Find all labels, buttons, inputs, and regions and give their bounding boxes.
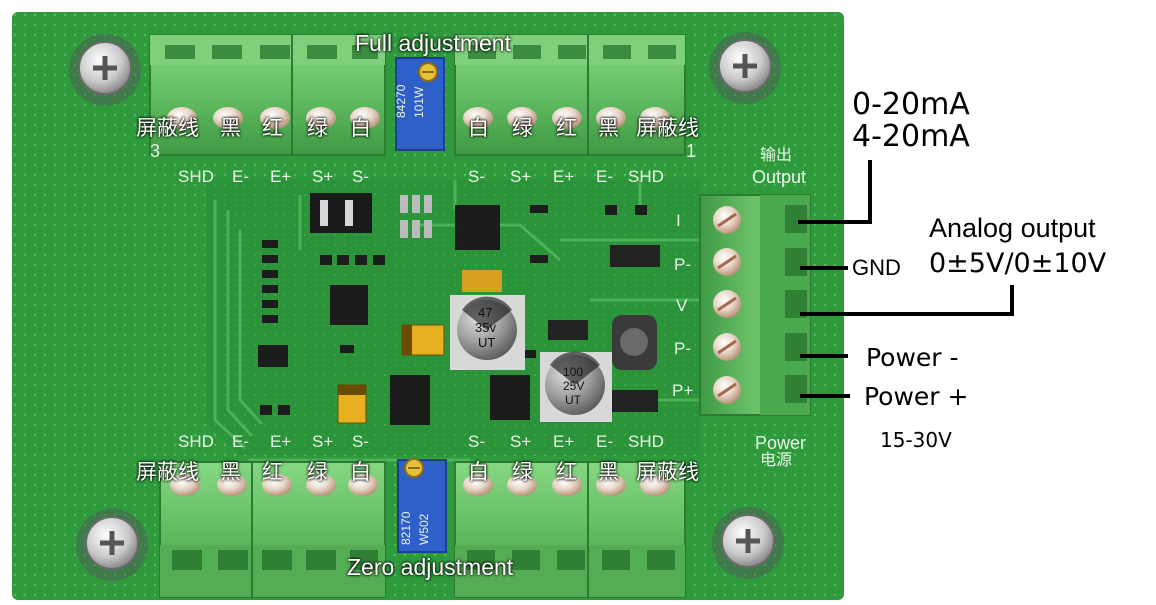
pot-full-text-b: 101W xyxy=(412,86,426,118)
pin-label-p-plus: P+ xyxy=(672,381,694,400)
pin-label-p-minus-1: P- xyxy=(674,255,691,274)
wire-label-black-tl: 黑 xyxy=(220,116,241,140)
wire-label-shield-bl: 屏蔽线 xyxy=(136,460,199,484)
terminal-block-bottom-left xyxy=(159,461,386,598)
terminal-block-output xyxy=(699,194,811,416)
electrolytic-cap-47uf xyxy=(450,295,525,370)
wire-label-green-tr: 绿 xyxy=(512,116,533,140)
potentiometer-full xyxy=(395,57,445,151)
pot-zero-text-a: 82170 xyxy=(399,511,413,545)
terminal-block-top-left xyxy=(149,34,386,156)
cap2-text-b: 25V xyxy=(563,379,585,393)
wire-label-red-br: 红 xyxy=(556,460,577,484)
ic-ua1 xyxy=(490,375,530,420)
jumper-header xyxy=(310,193,372,233)
silk-eminus-tr: E- xyxy=(596,167,613,186)
cap2-text-a: 100 xyxy=(563,365,584,379)
silk-eplus-tl: E+ xyxy=(270,167,292,186)
silk-splus-bl: S+ xyxy=(312,432,334,451)
leader-line-current xyxy=(798,160,872,224)
wire-label-shield-br: 屏蔽线 xyxy=(636,460,699,484)
cap1-text-a: 47 xyxy=(478,305,493,320)
silk-shd-bl: SHD xyxy=(178,432,214,451)
wire-label-red-tr: 红 xyxy=(556,116,577,140)
supply-voltage-label: 15-30V xyxy=(880,428,952,452)
wire-label-white-br: 白 xyxy=(468,460,489,484)
connector-number-left: 3 xyxy=(150,141,161,161)
cap2-text-c: UT xyxy=(565,393,581,407)
gnd-label: GND xyxy=(852,255,901,280)
diode-d2 xyxy=(610,245,660,267)
silk-power-en: Power xyxy=(755,433,807,453)
electrolytic-cap-100uf xyxy=(540,351,612,422)
silk-shd-tr: SHD xyxy=(628,167,664,186)
wire-label-black-br: 黑 xyxy=(598,460,619,484)
potentiometer-zero xyxy=(397,458,447,553)
wire-label-shield-tr: 屏蔽线 xyxy=(636,116,699,140)
terminal-block-bottom-right xyxy=(454,461,686,598)
wire-label-green-bl: 绿 xyxy=(307,460,328,484)
silk-eplus-tr: E+ xyxy=(553,167,575,186)
current-range-1: 0-20mA xyxy=(852,87,970,122)
pot-full-text-a: 84270 xyxy=(394,84,408,118)
silk-output-cn: 输出 xyxy=(760,147,793,164)
wire-label-red-bl: 红 xyxy=(262,460,283,484)
mounting-screw-tr xyxy=(709,32,781,104)
pot-zero-text-b: W502 xyxy=(417,513,431,545)
silk-sminus-tl: S- xyxy=(352,167,369,186)
ic-u2 xyxy=(455,205,500,250)
silk-output-en: Output xyxy=(752,167,807,187)
full-adjustment-label: Full adjustment xyxy=(355,30,511,56)
mounting-screw-tl xyxy=(69,34,141,106)
silk-eminus-bl: E- xyxy=(232,432,249,451)
silk-eplus-bl: E+ xyxy=(270,432,292,451)
ic-ub1 xyxy=(390,375,430,425)
wire-label-shield-tl: 屏蔽线 xyxy=(136,116,199,140)
wire-label-black-tr: 黑 xyxy=(598,116,619,140)
wire-label-red-tl: 红 xyxy=(262,116,283,140)
pin-label-p-minus-2: P- xyxy=(674,339,691,358)
diode-da xyxy=(548,320,588,340)
pin-label-i: I xyxy=(676,211,681,230)
silk-eminus-tl: E- xyxy=(232,167,249,186)
silk-shd-br: SHD xyxy=(628,432,664,451)
wire-label-white-bl: 白 xyxy=(350,460,371,484)
ic-u1 xyxy=(330,285,368,325)
cap1-text-b: 35v xyxy=(475,320,496,335)
leader-line-voltage xyxy=(800,285,1014,316)
silk-splus-tl: S+ xyxy=(312,167,334,186)
silk-eplus-br: E+ xyxy=(553,432,575,451)
connector-number-right: 1 xyxy=(686,141,697,161)
tantalum-cap-c10 xyxy=(462,270,502,292)
wire-label-white-tl: 白 xyxy=(350,116,371,140)
silk-splus-br: S+ xyxy=(510,432,532,451)
wire-label-green-tl: 绿 xyxy=(307,116,328,140)
silk-eminus-br: E- xyxy=(596,432,613,451)
mounting-screw-br xyxy=(712,507,784,579)
silk-splus-tr: S+ xyxy=(510,167,532,186)
silk-sminus-tr: S- xyxy=(468,167,485,186)
mounting-screw-bl xyxy=(76,509,148,581)
analog-output-title: Analog output xyxy=(929,213,1096,243)
power-plus-label: Power + xyxy=(864,382,969,411)
silk-power-cn: 电源 xyxy=(760,452,793,469)
power-minus-label: Power - xyxy=(866,343,959,372)
zero-adjustment-label: Zero adjustment xyxy=(347,554,514,580)
silk-sminus-bl: S- xyxy=(352,432,369,451)
analog-output-range: 0±5V/0±10V xyxy=(929,248,1107,279)
silk-shd-tl: SHD xyxy=(178,167,214,186)
terminal-block-top-right xyxy=(454,34,686,156)
wire-label-white-tr: 白 xyxy=(468,116,489,140)
cap1-text-c: UT xyxy=(478,335,496,350)
wire-label-green-br: 绿 xyxy=(512,460,533,484)
pin-label-v: V xyxy=(676,296,688,315)
silk-sminus-br: S- xyxy=(468,432,485,451)
current-range-2: 4-20mA xyxy=(852,119,970,154)
wire-label-black-bl: 黑 xyxy=(220,460,241,484)
diode-d1 xyxy=(610,390,658,412)
